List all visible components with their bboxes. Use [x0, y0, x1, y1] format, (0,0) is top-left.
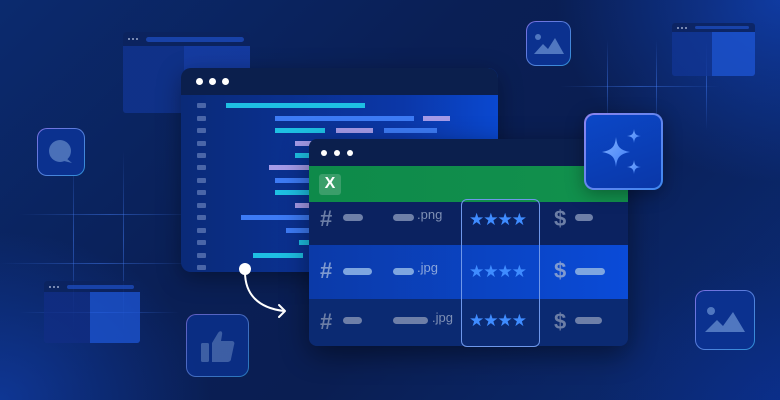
grid-line — [20, 214, 200, 215]
grid-line — [73, 150, 74, 330]
line-number — [197, 141, 206, 146]
code-line — [275, 128, 325, 133]
line-number — [197, 116, 206, 121]
line-number — [197, 253, 206, 258]
line-number — [197, 228, 206, 233]
code-line — [286, 228, 315, 233]
window-title-bar — [181, 68, 498, 95]
grid-line — [706, 40, 707, 130]
line-number — [197, 190, 206, 195]
excel-icon: X — [319, 173, 341, 195]
id-symbol: # — [320, 258, 333, 283]
id-symbol: # — [320, 206, 333, 231]
thumbs-up-icon — [200, 330, 234, 362]
line-number — [197, 153, 206, 158]
image-icon — [533, 33, 564, 54]
placeholder-bar — [575, 317, 602, 324]
code-line — [384, 128, 437, 133]
code-line — [275, 116, 414, 121]
placeholder-bar — [343, 317, 362, 324]
placeholder-bar — [343, 214, 363, 221]
window-control-dot[interactable] — [222, 78, 229, 85]
line-number — [197, 240, 206, 245]
line-number — [197, 178, 206, 183]
grid-line — [656, 40, 657, 130]
code-line — [275, 178, 315, 183]
window-title-bar — [309, 139, 628, 166]
curved-arrow-icon — [239, 263, 286, 318]
rating-stars: ★★★★ — [469, 311, 527, 330]
code-line — [295, 141, 315, 146]
grid-line — [607, 40, 608, 130]
table-row[interactable]: # .jpg ★★★★ $ — [309, 299, 628, 346]
code-line — [295, 203, 315, 208]
line-number — [197, 165, 206, 170]
like-tile — [186, 314, 249, 377]
code-line — [336, 128, 373, 133]
line-number — [197, 103, 206, 108]
file-extension: .png — [417, 207, 443, 222]
image-tile-bottom — [695, 290, 755, 350]
ghost-window-top-right — [672, 23, 755, 76]
code-line — [226, 103, 365, 108]
spreadsheet-window: X # .png ★★★★ $ # .jpg ★★★★ $ # .jpg ★★★… — [309, 139, 628, 346]
price-symbol: $ — [554, 309, 567, 334]
window-control-dot[interactable] — [321, 149, 327, 156]
line-number — [197, 215, 206, 220]
placeholder-bar — [393, 214, 414, 221]
price-symbol: $ — [554, 258, 567, 283]
rating-stars: ★★★★ — [469, 262, 527, 281]
image-tile-top — [526, 21, 571, 66]
chat-bubble-icon — [49, 140, 72, 163]
grid-line — [560, 86, 720, 87]
spreadsheet-header: X — [309, 166, 628, 202]
placeholder-bar — [393, 317, 428, 324]
rating-column-highlight — [461, 199, 540, 347]
id-symbol: # — [320, 309, 333, 334]
code-line — [275, 190, 315, 195]
placeholder-bar — [393, 268, 414, 275]
code-line — [299, 240, 315, 245]
ai-sparkle-tile[interactable] — [584, 113, 663, 190]
code-line — [423, 116, 450, 121]
grid-line — [123, 150, 124, 330]
table-row-selected[interactable]: # .jpg ★★★★ $ — [309, 245, 628, 299]
window-control-dot[interactable] — [334, 149, 340, 156]
code-line — [269, 165, 314, 170]
rating-stars: ★★★★ — [469, 210, 527, 229]
code-line — [253, 253, 303, 258]
ghost-window-bottom-left — [44, 281, 140, 343]
window-control-dot[interactable] — [196, 78, 203, 85]
price-symbol: $ — [554, 206, 567, 231]
code-line — [241, 215, 315, 220]
chat-tile — [37, 128, 85, 176]
placeholder-bar — [575, 214, 593, 221]
window-control-dot[interactable] — [209, 78, 216, 85]
window-control-dot[interactable] — [347, 149, 353, 156]
file-extension: .jpg — [417, 260, 438, 275]
grid-line — [0, 263, 200, 264]
placeholder-bar — [343, 268, 372, 275]
code-line — [295, 153, 315, 158]
line-number — [197, 265, 206, 270]
image-icon — [705, 307, 745, 332]
placeholder-bar — [575, 268, 605, 275]
sparkles-icon — [602, 129, 641, 174]
file-extension: .jpg — [432, 310, 453, 325]
line-number — [197, 203, 206, 208]
line-number — [197, 128, 206, 133]
